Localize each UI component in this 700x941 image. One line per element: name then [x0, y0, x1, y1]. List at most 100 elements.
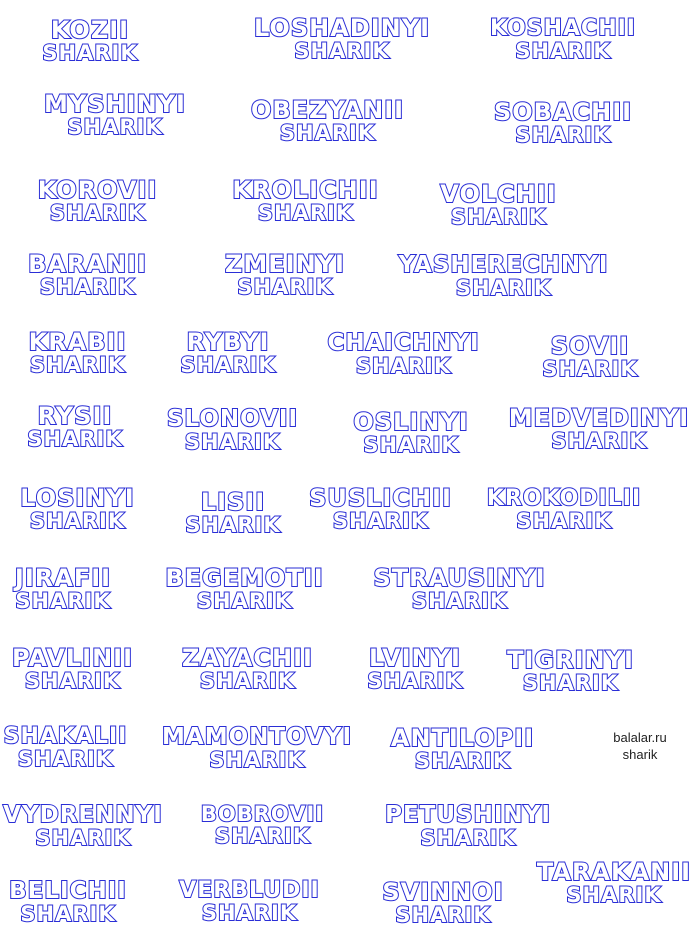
- animal-name: LOSINYI: [19, 484, 135, 512]
- animal-name: MAMONTOVYI: [161, 724, 353, 750]
- animal-name: OBEZYANII: [250, 96, 405, 124]
- sharik-word: SHARIK: [26, 427, 123, 451]
- sharik-word: SHARIK: [419, 826, 516, 850]
- animal-name: KROLICHII: [231, 176, 379, 204]
- animal-name: JIRAFII: [14, 564, 112, 592]
- animal-name: TIGRINYI: [506, 646, 634, 674]
- sharik-word: SHARIK: [29, 509, 126, 533]
- sharik-word: SHARIK: [236, 275, 333, 299]
- animal-name: SUSLICHII: [308, 484, 452, 512]
- sharik-word: SHARIK: [196, 589, 293, 613]
- sharik-word: SHARIK: [201, 901, 298, 925]
- sharik-word: SHARIK: [257, 201, 354, 225]
- sharik-word: SHARIK: [34, 826, 131, 850]
- animal-name: LOSHADINYI: [253, 14, 431, 42]
- sharik-word: SHARIK: [199, 669, 296, 693]
- animal-name: ZAYACHII: [181, 644, 313, 672]
- animal-name: MEDVEDINYI: [508, 404, 690, 432]
- sharik-word: SHARIK: [366, 669, 463, 693]
- animal-name: RYBYI: [186, 328, 270, 356]
- animal-name: VERBLUDII: [178, 878, 320, 903]
- sharik-word: SHARIK: [214, 824, 311, 848]
- animal-name: SHAKALII: [3, 724, 128, 749]
- sharik-word: SHARIK: [514, 39, 611, 63]
- site-credit: balalar.ru sharik: [600, 729, 680, 763]
- sharik-word: SHARIK: [179, 353, 276, 377]
- animal-name: LISII: [200, 488, 266, 516]
- sharik-word: SHARIK: [450, 205, 547, 229]
- sharik-word: SHARIK: [24, 669, 121, 693]
- animal-name: BELICHII: [8, 878, 127, 904]
- sharik-word: SHARIK: [355, 354, 452, 378]
- animal-name: STRAUSINYI: [372, 564, 546, 592]
- animal-name: BOBROVII: [200, 802, 325, 826]
- sharik-word: SHARIK: [293, 39, 390, 63]
- animal-name: KROKODILII: [486, 486, 642, 511]
- sharik-word: SHARIK: [411, 589, 508, 613]
- sharik-word: SHARIK: [39, 275, 136, 299]
- animal-name: VOLCHII: [439, 180, 557, 208]
- sharik-word: SHARIK: [14, 589, 111, 613]
- sharik-word: SHARIK: [279, 121, 376, 145]
- site-credit-word: sharik: [622, 747, 658, 762]
- sharik-word: SHARIK: [394, 903, 491, 927]
- sharik-word: SHARIK: [514, 123, 611, 147]
- sharik-word: SHARIK: [522, 671, 619, 695]
- animal-name: SOVII: [550, 332, 630, 360]
- animal-name: LVINYI: [368, 644, 461, 672]
- sharik-word: SHARIK: [541, 357, 638, 381]
- sharik-word: SHARIK: [565, 883, 662, 907]
- sharik-word: SHARIK: [19, 902, 116, 926]
- animal-name: PETUSHINYI: [384, 802, 551, 828]
- animal-name: SVINNOI: [381, 878, 504, 906]
- sharik-word: SHARIK: [41, 41, 138, 65]
- animal-name: YASHERECHNYI: [398, 252, 609, 278]
- sharik-word: SHARIK: [17, 747, 114, 771]
- animal-name: CHAICHNYI: [326, 330, 480, 356]
- sharik-word: SHARIK: [362, 433, 459, 457]
- animal-name: KOSHACHII: [489, 16, 636, 41]
- animal-name: SOBACHII: [493, 98, 633, 126]
- animal-name: BARANII: [27, 250, 147, 278]
- sharik-word: SHARIK: [414, 749, 511, 773]
- sharik-word: SHARIK: [515, 509, 612, 533]
- animal-name: TARAKANII: [536, 858, 692, 886]
- animal-name: ZMEINYI: [224, 250, 345, 278]
- animal-name: RYSII: [37, 402, 113, 430]
- sharik-word: SHARIK: [208, 748, 305, 772]
